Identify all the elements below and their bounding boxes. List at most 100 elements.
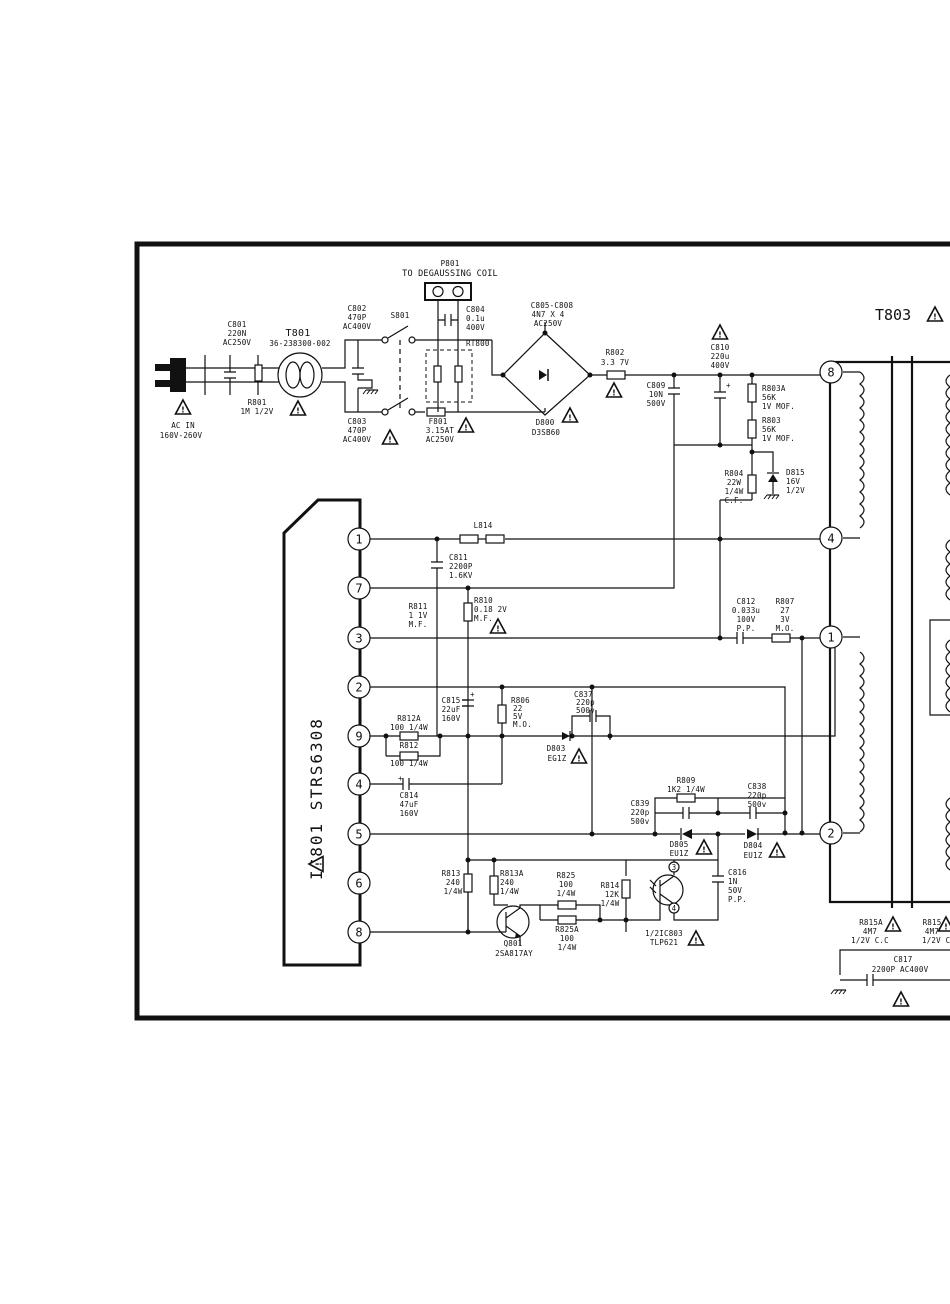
svg-text:R813: R813 xyxy=(442,869,461,878)
svg-text:1/2V C.C: 1/2V C.C xyxy=(922,936,950,945)
svg-text:C837: C837 xyxy=(574,690,593,699)
svg-text:50V: 50V xyxy=(728,886,742,895)
svg-text:47uF: 47uF xyxy=(400,800,419,809)
svg-text:1/4W: 1/4W xyxy=(601,899,620,908)
r812-label: R812 100 1/4W xyxy=(390,741,428,768)
svg-text:8: 8 xyxy=(827,366,834,380)
ac-plug-icon xyxy=(155,358,205,392)
c803-label: C803 470P AC400V xyxy=(343,417,371,444)
svg-text:1/2V C.C: 1/2V C.C xyxy=(851,936,889,945)
ic-pin-5: 5 xyxy=(347,822,371,846)
svg-text:500v: 500v xyxy=(631,817,650,826)
c810-label: C810 220u 400V xyxy=(711,343,730,370)
s801-switch xyxy=(381,325,416,416)
ic-pin-6: 6 xyxy=(347,871,371,895)
ic803-pin-4: 4 xyxy=(668,902,680,914)
svg-text:8: 8 xyxy=(355,926,362,940)
svg-text:M.O.: M.O. xyxy=(776,624,795,633)
c814-label: C814 47uF 160V xyxy=(400,791,419,818)
ic803-pin-3: 3 xyxy=(668,861,680,873)
svg-text:C802: C802 xyxy=(348,304,367,313)
warning-icon xyxy=(926,306,944,323)
svg-text:500V: 500V xyxy=(647,399,666,408)
svg-text:C811: C811 xyxy=(449,553,468,562)
svg-text:R815: R815 xyxy=(923,918,942,927)
page-title: T803 xyxy=(875,306,911,324)
svg-text:56K: 56K xyxy=(762,393,776,402)
svg-text:C804: C804 xyxy=(466,305,485,314)
r815-label: R815 4M7 1/2V C.C xyxy=(922,918,950,945)
svg-text:1K2 1/4W: 1K2 1/4W xyxy=(667,785,705,794)
c802-label: C802 470P AC400V xyxy=(343,304,371,331)
svg-text:240: 240 xyxy=(500,878,514,887)
svg-text:5: 5 xyxy=(355,828,362,842)
svg-text:100: 100 xyxy=(560,934,574,943)
d800-label: D800 D3SB60 xyxy=(532,418,561,437)
warning-icon xyxy=(768,842,786,859)
d803-diode xyxy=(562,731,571,741)
svg-text:470P: 470P xyxy=(348,313,367,322)
svg-text:P.P.: P.P. xyxy=(728,895,747,904)
r814-resistor xyxy=(621,879,631,899)
d800-bridge xyxy=(500,330,593,416)
transformer-pin-1: 1 xyxy=(819,625,843,649)
svg-text:240: 240 xyxy=(446,878,460,887)
ic-pin-9: 9 xyxy=(347,724,371,748)
svg-text:C817: C817 xyxy=(894,955,913,964)
d804-label: D804 EU1Z xyxy=(744,841,763,860)
c809-label: C809 10N 500V xyxy=(647,381,666,408)
r809-resistor xyxy=(676,793,696,803)
svg-text:M.F.: M.F. xyxy=(409,620,428,629)
c817-label: C817 2200P AC400V xyxy=(872,955,929,974)
svg-text:5V: 5V xyxy=(513,712,523,721)
svg-text:1/4W: 1/4W xyxy=(444,887,463,896)
r825a-label: R825A 100 1/4W xyxy=(555,925,579,952)
r813a-resistor xyxy=(489,875,499,895)
svg-text:C838: C838 xyxy=(748,782,767,791)
svg-text:1 1V: 1 1V xyxy=(409,611,428,620)
svg-text:4M7: 4M7 xyxy=(863,927,877,936)
svg-text:+: + xyxy=(398,774,403,783)
r825-resistor xyxy=(557,900,577,910)
r812a-resistor xyxy=(399,731,419,741)
t801-part: 36-238300-002 xyxy=(269,339,330,348)
r804-resistor xyxy=(747,474,757,494)
svg-text:0.1u: 0.1u xyxy=(466,314,485,323)
svg-text:C839: C839 xyxy=(631,799,650,808)
svg-text:1/4W: 1/4W xyxy=(725,487,744,496)
c804-label: C804 0.1u 400V xyxy=(466,305,485,332)
svg-text:100: 100 xyxy=(559,880,573,889)
svg-text:D800: D800 xyxy=(536,418,555,427)
svg-text:1/4W: 1/4W xyxy=(557,889,576,898)
d805-label: D805 EU1Z xyxy=(670,840,689,858)
f801-label: F801 3.15AT AC250V xyxy=(426,417,454,444)
warning-icon xyxy=(457,417,475,434)
svg-text:0.18 2V: 0.18 2V xyxy=(474,605,507,614)
c815-label: C815 22uF 160V xyxy=(442,696,461,723)
r806-resistor xyxy=(497,704,507,724)
p801-connector xyxy=(424,282,472,301)
svg-text:C815: C815 xyxy=(442,696,461,705)
svg-text:3.3 7V: 3.3 7V xyxy=(601,358,630,367)
ic-pin-8: 8 xyxy=(347,920,371,944)
svg-text:6: 6 xyxy=(355,877,362,891)
transformer-pin-4: 4 xyxy=(819,526,843,550)
f801-fuse xyxy=(426,407,446,417)
svg-text:100V: 100V xyxy=(737,615,756,624)
svg-text:R807: R807 xyxy=(776,597,795,606)
d805-diode xyxy=(680,828,692,840)
svg-text:22: 22 xyxy=(513,704,522,713)
warning-icon xyxy=(174,399,192,416)
svg-text:M.F.: M.F. xyxy=(474,614,493,623)
svg-text:220p: 220p xyxy=(576,698,595,707)
svg-text:220u: 220u xyxy=(711,352,730,361)
svg-text:+: + xyxy=(726,381,731,390)
svg-text:C810: C810 xyxy=(711,343,730,352)
r803-label: R803 56K 1V MOF. xyxy=(762,416,795,443)
svg-text:D3SB60: D3SB60 xyxy=(532,428,561,437)
svg-text:TLP621: TLP621 xyxy=(650,938,678,947)
svg-text:2200P: 2200P xyxy=(449,562,473,571)
warning-icon xyxy=(381,429,399,446)
svg-text:EU1Z: EU1Z xyxy=(744,851,763,860)
d815-label: D815 16V 1/2V xyxy=(786,468,805,495)
